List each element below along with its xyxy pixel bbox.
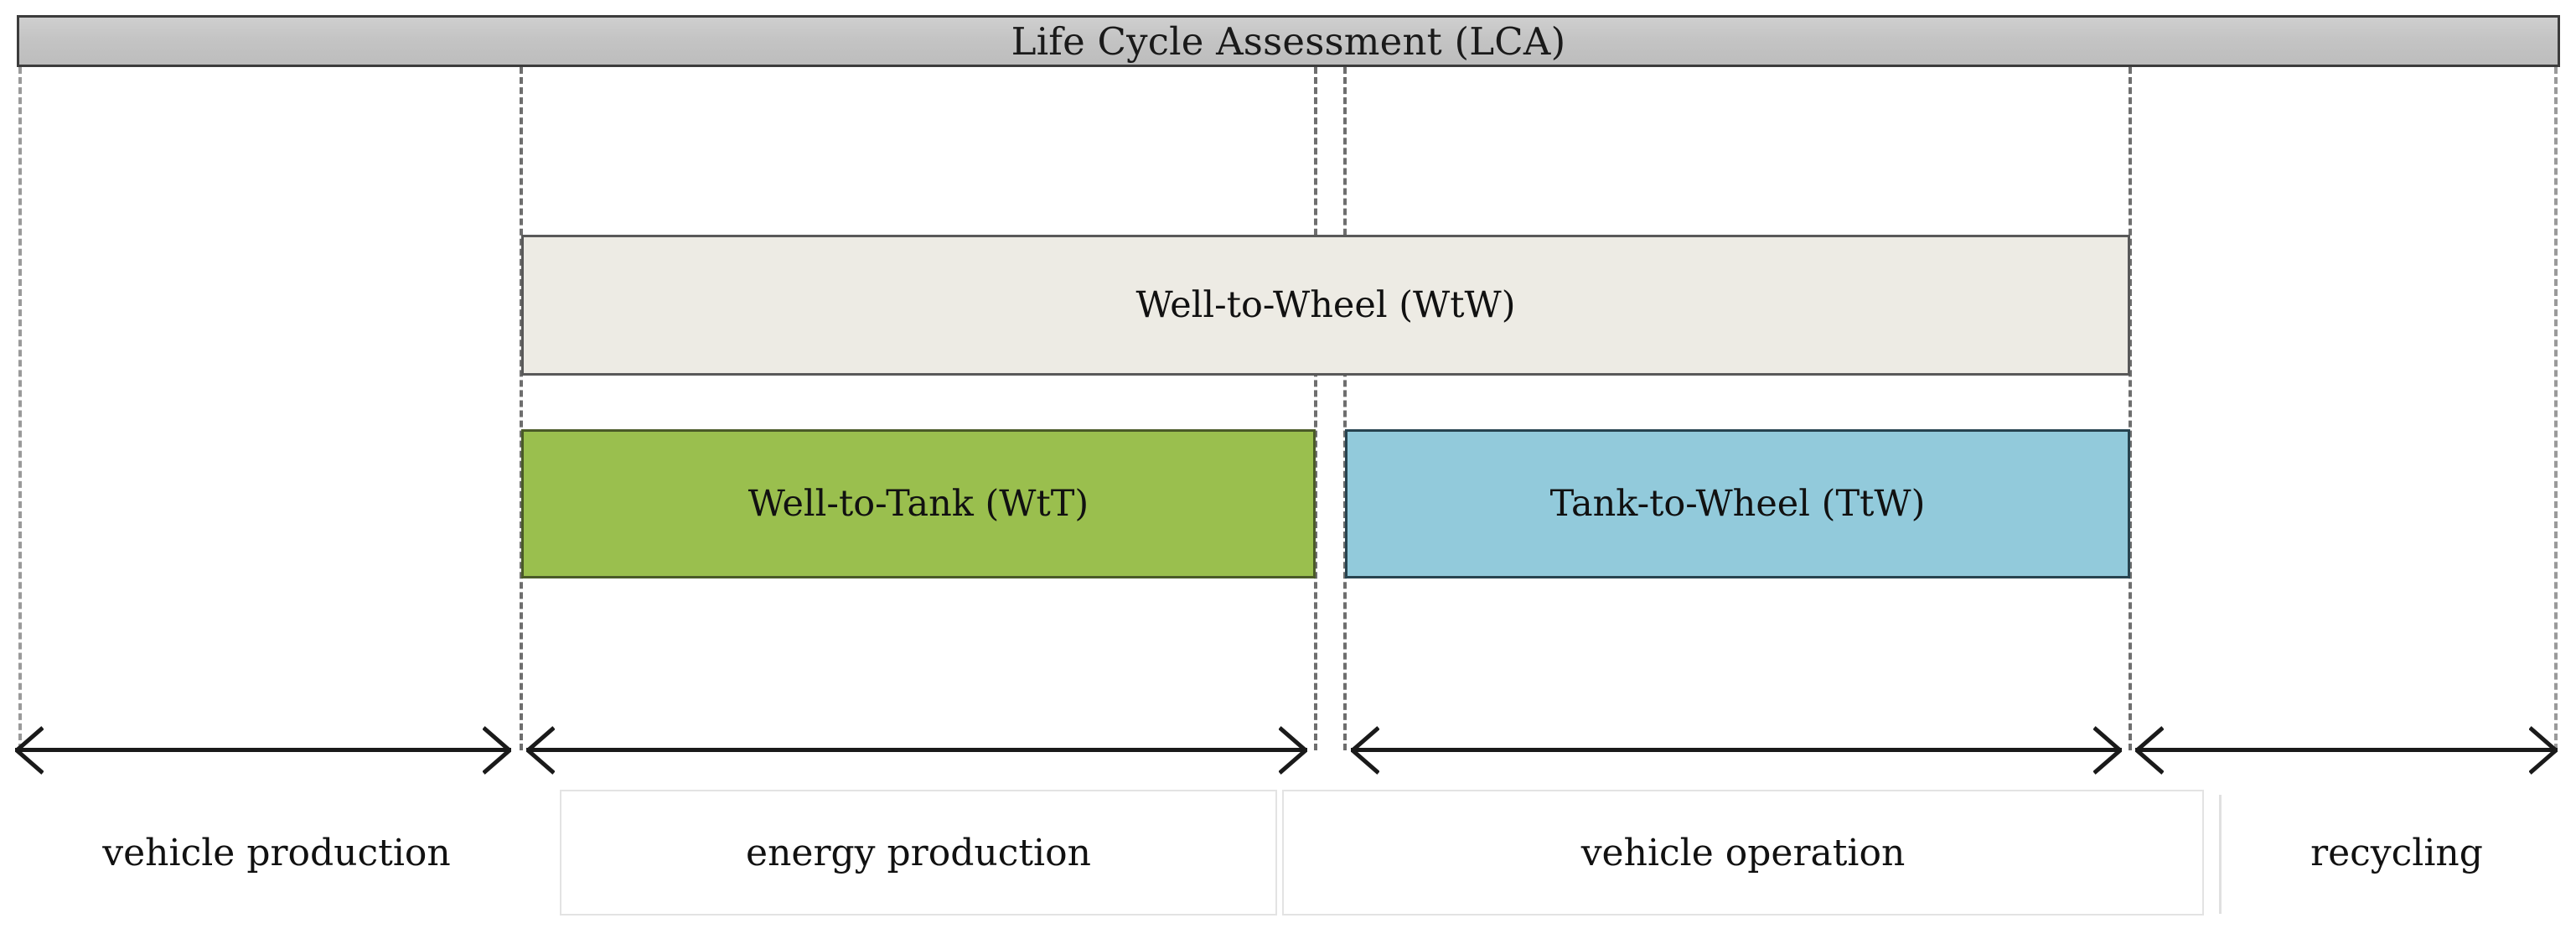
stage-label-energy-production: energy production <box>560 790 1277 915</box>
stage-arrow-row <box>0 723 2576 781</box>
guide-line-operation-end <box>2129 67 2132 750</box>
arrow-head-right-icon <box>483 726 511 775</box>
guide-line-energy-start <box>520 67 523 750</box>
stage-text: energy production <box>746 831 1091 874</box>
stage-text: recycling <box>2310 831 2483 874</box>
bar-well-to-tank-label: Well-to-Tank (WtT) <box>747 483 1089 525</box>
arrow-shaft <box>2135 748 2558 752</box>
arrow-head-right-icon <box>2529 726 2558 775</box>
guide-line-energy-end <box>1314 67 1317 750</box>
guide-line-operation-start <box>1343 67 1347 750</box>
bar-tank-to-wheel: Tank-to-Wheel (TtW) <box>1345 429 2130 578</box>
bar-tank-to-wheel-label: Tank-to-Wheel (TtW) <box>1549 483 1926 525</box>
arrow-head-left-icon <box>15 726 44 775</box>
bar-well-to-tank: Well-to-Tank (WtT) <box>521 429 1316 578</box>
stage-divider <box>2219 795 2222 914</box>
bar-well-to-wheel-label: Well-to-Wheel (WtW) <box>1135 284 1516 326</box>
arrow-head-left-icon <box>1351 726 1379 775</box>
guide-line-right <box>2554 67 2558 750</box>
arrow-energy-production <box>526 723 1307 781</box>
arrow-head-left-icon <box>2135 726 2164 775</box>
stage-label-vehicle-production: vehicle production <box>17 790 536 915</box>
stage-text: vehicle production <box>102 831 451 874</box>
arrow-shaft <box>15 748 511 752</box>
arrow-recycling <box>2135 723 2558 781</box>
guide-line-left <box>18 67 22 750</box>
lca-scope-label: Life Cycle Assessment (LCA) <box>1011 18 1566 64</box>
arrow-head-right-icon <box>2093 726 2122 775</box>
arrow-vehicle-operation <box>1351 723 2122 781</box>
lca-scope-bar: Life Cycle Assessment (LCA) <box>17 15 2560 67</box>
arrow-shaft <box>526 748 1307 752</box>
arrow-head-left-icon <box>526 726 555 775</box>
stage-label-vehicle-operation: vehicle operation <box>1282 790 2204 915</box>
stage-text: vehicle operation <box>1580 831 1906 874</box>
stage-label-recycling: recycling <box>2233 790 2560 915</box>
arrow-vehicle-production <box>15 723 511 781</box>
arrow-head-right-icon <box>1279 726 1307 775</box>
arrow-shaft <box>1351 748 2122 752</box>
bar-well-to-wheel: Well-to-Wheel (WtW) <box>521 235 2130 376</box>
